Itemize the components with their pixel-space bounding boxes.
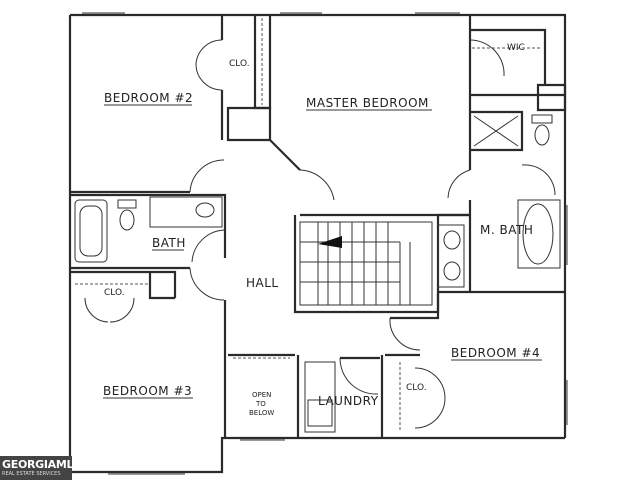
label-bedroom-4: BEDROOM #4 <box>451 346 540 360</box>
room-labels: BEDROOM #2 CLO. MASTER BEDROOM WIC BATH … <box>103 43 542 417</box>
label-closet-bedroom-2: CLO. <box>229 59 250 69</box>
outer-walls <box>68 12 568 475</box>
doors <box>84 39 556 429</box>
washer <box>307 399 333 427</box>
sink <box>195 202 215 218</box>
label-open-to-below-3: BELOW <box>249 409 274 417</box>
interior-walls <box>70 15 567 438</box>
bathtub <box>522 203 554 265</box>
stair-arrow-icon <box>318 236 342 248</box>
label-laundry: LAUNDRY <box>318 394 379 408</box>
logo-tagline: REAL ESTATE SERVICES <box>2 471 61 477</box>
fixtures <box>74 18 561 433</box>
label-master-bath: M. BATH <box>480 223 533 237</box>
label-open-to-below-1: OPEN <box>252 391 271 399</box>
sink <box>443 230 461 250</box>
staircase <box>299 221 433 306</box>
label-open-to-below-2: TO <box>255 400 266 408</box>
bathtub <box>74 199 108 263</box>
sink <box>443 261 461 281</box>
label-bath: BATH <box>152 236 186 250</box>
label-wic: WIC <box>507 43 525 53</box>
toilet <box>119 209 135 231</box>
label-bedroom-3: BEDROOM #3 <box>103 384 192 398</box>
logo-name: GEORGIAMLS <box>2 458 81 471</box>
toilet <box>534 124 550 146</box>
label-closet-bedroom-4: CLO. <box>406 383 427 393</box>
georgia-mls-logo: GEORGIAMLS REAL ESTATE SERVICES <box>0 456 81 480</box>
label-hall: HALL <box>246 276 279 290</box>
label-closet-bedroom-3: CLO. <box>104 288 125 298</box>
label-bedroom-2: BEDROOM #2 <box>104 91 193 105</box>
label-master-bedroom: MASTER BEDROOM <box>306 96 429 110</box>
